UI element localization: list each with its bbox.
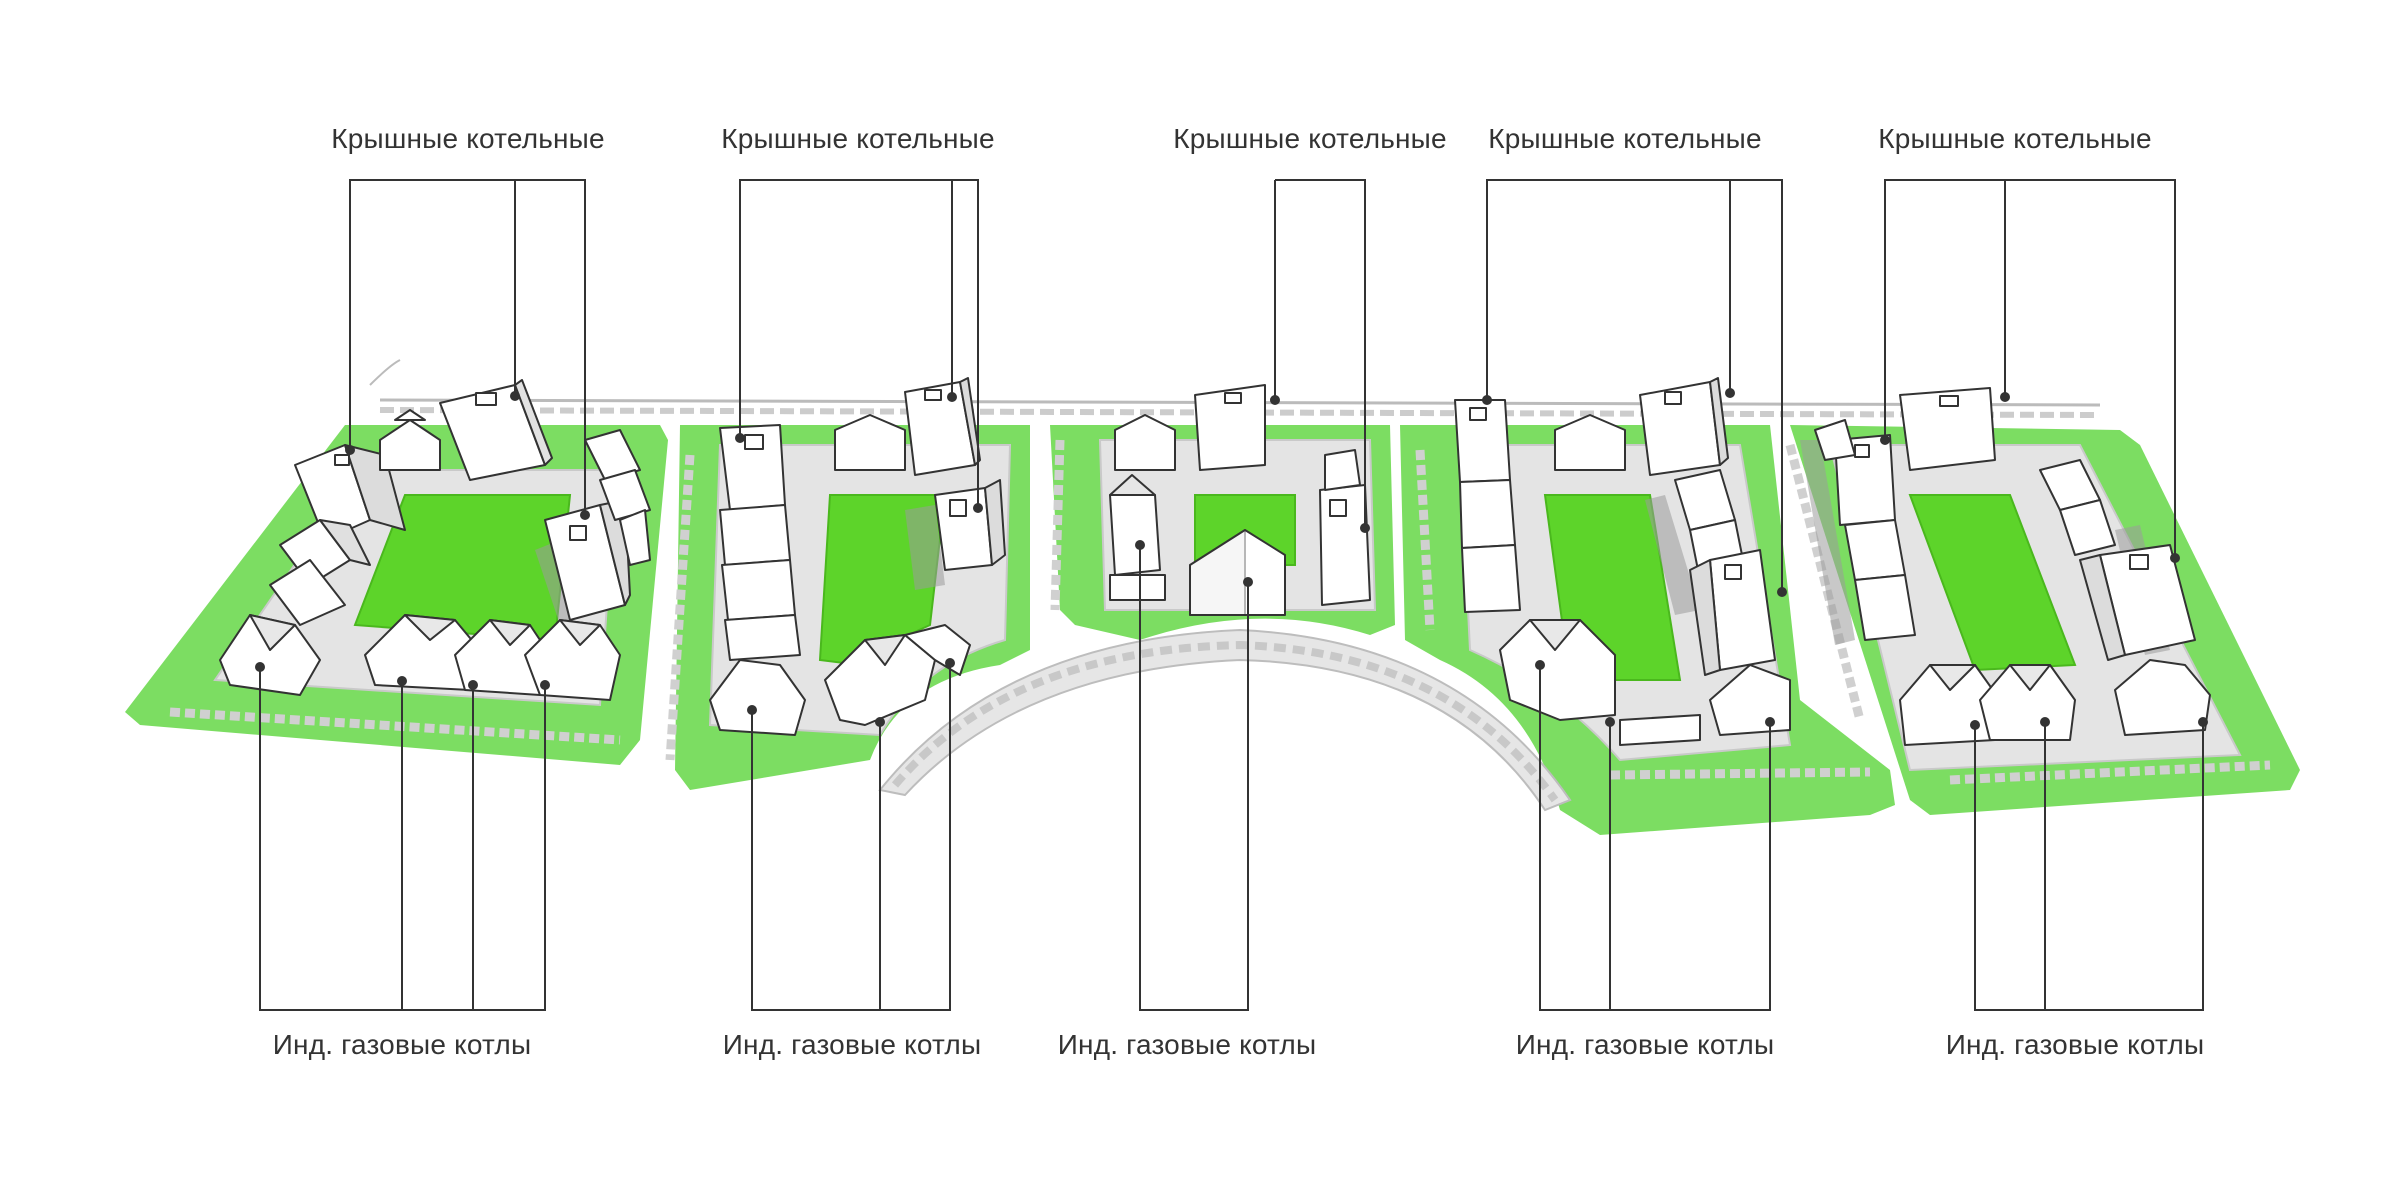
block-2-tower-left	[719, 424, 786, 511]
marker-dots	[255, 388, 2208, 730]
block-4-back-houses	[1554, 414, 1626, 471]
block-5-tower-top	[1899, 387, 1996, 471]
block-2-tower-top	[904, 377, 981, 476]
buildings-layer	[219, 377, 2211, 746]
block-1-back-houses	[379, 409, 441, 471]
top-label-block-3: Крышные котельные	[1173, 123, 1447, 154]
dot-marker-icon	[580, 510, 590, 520]
leader-top-5	[1884, 179, 2176, 558]
dot-marker-icon	[2000, 392, 2010, 402]
parking-block-2	[665, 454, 695, 761]
dot-marker-icon	[397, 676, 407, 686]
back-road-curve	[369, 359, 401, 386]
parking-block-4b	[1609, 767, 1871, 780]
block-1-tower-left	[294, 444, 406, 541]
bottom-label-block-2: Инд. газовые котлы	[722, 1029, 982, 1060]
dot-marker-icon	[1360, 523, 1370, 533]
block-4-tower-left	[1454, 399, 1511, 483]
block-1-left-houses	[269, 519, 371, 626]
dot-marker-icon	[1765, 717, 1775, 727]
leader-bottom-1	[259, 667, 546, 1011]
block-5-tower-right	[2079, 544, 2196, 661]
dot-marker-icon	[540, 680, 550, 690]
dot-marker-icon	[1135, 540, 1145, 550]
block-5-left-houses	[1844, 519, 1916, 641]
dot-marker-icon	[1482, 395, 1492, 405]
dot-marker-icon	[1535, 660, 1545, 670]
dot-marker-icon	[255, 662, 265, 672]
block-1-tower-top	[439, 379, 553, 481]
dot-marker-icon	[468, 680, 478, 690]
dot-marker-icon	[945, 658, 955, 668]
block-5-front-houses	[1899, 659, 2211, 746]
block-2-left-houses	[719, 504, 801, 661]
leader-top-3	[1274, 179, 1366, 528]
bottom-label-block-3: Инд. газовые котлы	[1057, 1029, 1317, 1060]
leader-top-4	[1486, 179, 1783, 592]
block-2-tower-right	[934, 479, 1006, 571]
dot-marker-icon	[1270, 395, 1280, 405]
top-label-block-2: Крышные котельные	[721, 123, 995, 154]
dot-marker-icon	[1605, 717, 1615, 727]
block-4-front-houses	[1499, 619, 1791, 746]
leader-lines	[259, 179, 2204, 1011]
dot-marker-icon	[875, 717, 885, 727]
dot-marker-icon	[1243, 577, 1253, 587]
dot-marker-icon	[947, 392, 957, 402]
bottom-label-block-4: Инд. газовые котлы	[1515, 1029, 1775, 1060]
dot-marker-icon	[1970, 720, 1980, 730]
dot-marker-icon	[510, 391, 520, 401]
block-5-courtyard	[1908, 494, 2077, 672]
leader-bottom-2	[751, 663, 951, 1011]
dot-marker-icon	[735, 433, 745, 443]
block-3-right-tower	[1319, 449, 1371, 606]
bottom-label-block-5: Инд. газовые котлы	[1945, 1029, 2205, 1060]
bottom-label-block-1: Инд. газовые котлы	[272, 1029, 532, 1060]
leader-bottom-4	[1539, 665, 1771, 1011]
leader-bottom-5	[1974, 722, 2204, 1011]
parking-block-3	[1050, 439, 1065, 611]
dot-marker-icon	[1725, 388, 1735, 398]
block-1-front-houses	[219, 614, 621, 701]
block-5-right-houses	[2039, 459, 2116, 556]
top-label-block-5: Крышные котельные	[1878, 123, 2152, 154]
block-4-left-houses	[1459, 479, 1521, 613]
block-5-tower-left	[1814, 419, 1896, 526]
block-3-back-houses	[1114, 414, 1176, 471]
block-4-tower-right	[1689, 549, 1776, 676]
block-3-left-tower	[1109, 474, 1166, 601]
dot-marker-icon	[2040, 717, 2050, 727]
dot-marker-icon	[1777, 587, 1787, 597]
dot-marker-icon	[1880, 435, 1890, 445]
block-1-right-houses	[584, 429, 651, 566]
block-2-front-houses	[709, 624, 971, 736]
leader-bottom-3	[1139, 545, 1249, 1011]
top-label-block-4: Крышные котельные	[1488, 123, 1762, 154]
block-2-back-houses	[834, 414, 906, 471]
parking-block-4	[1415, 449, 1435, 631]
top-label-block-1: Крышные котельные	[331, 123, 605, 154]
block-4-tower-top	[1639, 377, 1729, 476]
dot-marker-icon	[2198, 717, 2208, 727]
block-3-front-house	[1189, 529, 1286, 616]
leader-top-1	[349, 179, 586, 515]
arc-walkway-stripes	[891, 640, 1559, 803]
dot-marker-icon	[747, 705, 757, 715]
parking-block-5	[1949, 760, 2271, 785]
block-3-tower-top	[1194, 384, 1266, 471]
dot-marker-icon	[345, 445, 355, 455]
leader-top-2	[739, 179, 979, 508]
dot-marker-icon	[2170, 553, 2180, 563]
dot-marker-icon	[973, 503, 983, 513]
